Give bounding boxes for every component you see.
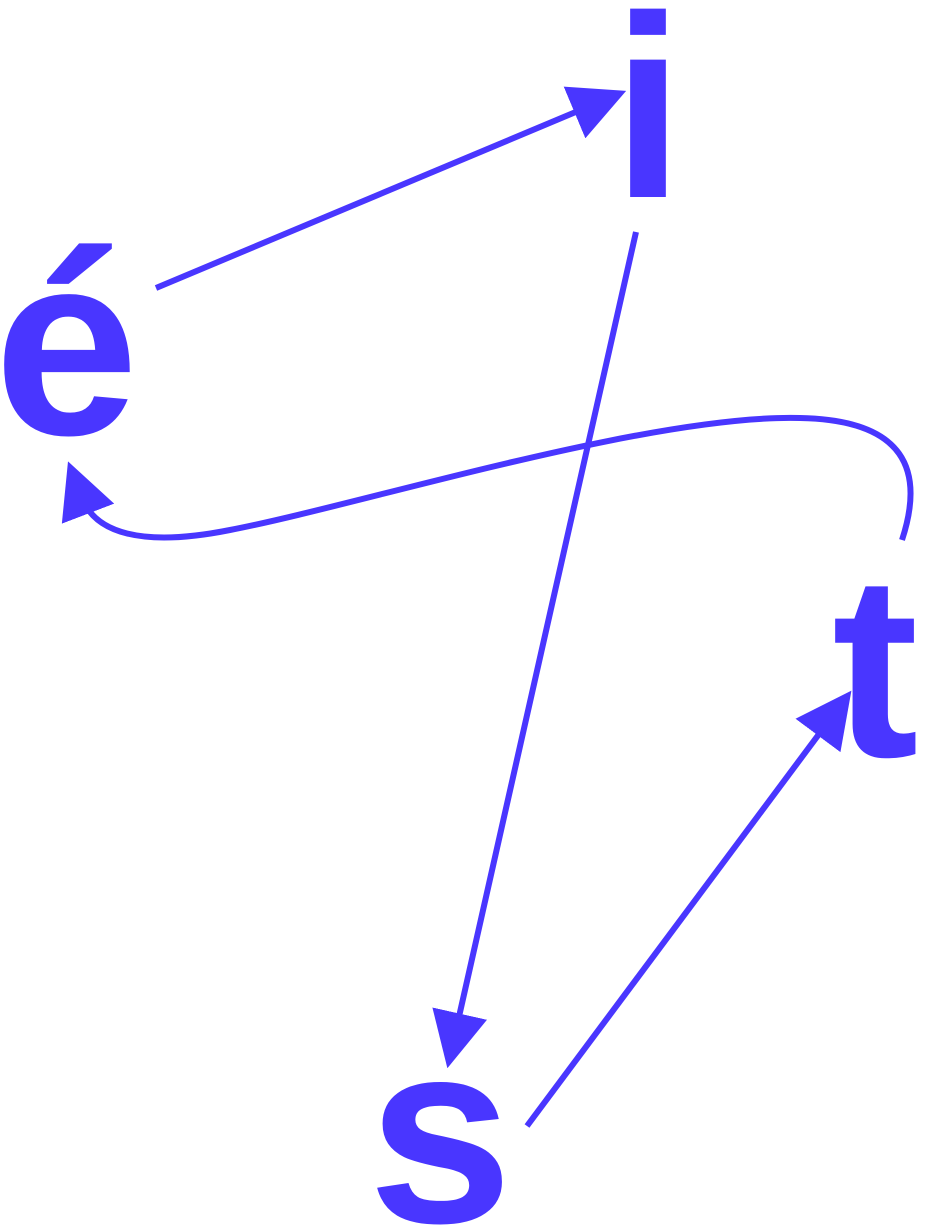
letter-e-acute: é xyxy=(0,200,139,490)
arrow-e-to-i xyxy=(154,86,627,291)
arrow-i-to-s xyxy=(432,231,639,1069)
arrow-t-to-e-acute xyxy=(61,414,914,541)
letter-i: i xyxy=(612,0,684,253)
letter-s: s xyxy=(368,988,513,1228)
arrow-s-to-t xyxy=(524,690,852,1128)
letter-t: t xyxy=(832,522,919,812)
